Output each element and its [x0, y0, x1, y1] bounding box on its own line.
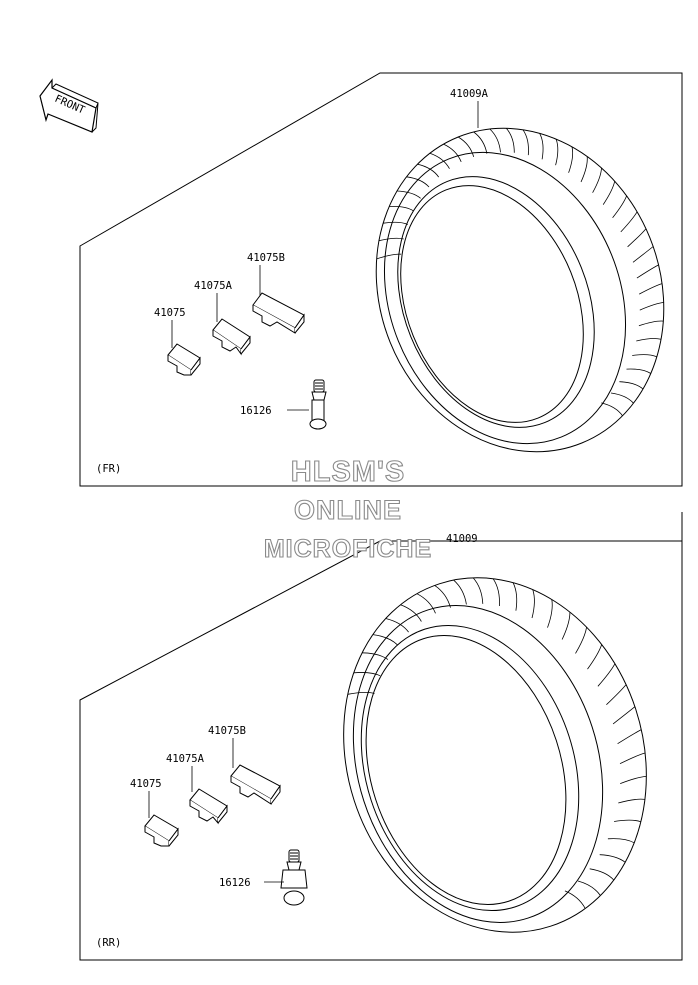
tread-groove: [610, 392, 634, 404]
rear-valve-icon: [280, 849, 308, 906]
tread-groove: [606, 684, 627, 705]
tread-groove: [473, 131, 488, 154]
front-arrow-icon: FRONT: [39, 78, 99, 133]
front-valve-icon: [309, 379, 327, 430]
rear-weight-part-number: 41075: [130, 778, 162, 790]
tread-groove: [617, 729, 642, 745]
front-valve-part-number: 16126: [240, 405, 272, 417]
tread-groove: [453, 579, 467, 605]
tread-groove: [619, 752, 646, 765]
front-section-frame: [79, 72, 683, 487]
tread-groove: [561, 612, 571, 640]
tread-groove: [592, 168, 602, 193]
tread-groove: [429, 152, 450, 169]
tread-groove: [472, 577, 484, 604]
tread-groove: [443, 143, 462, 163]
front-tire-part-number: 41009A: [450, 88, 489, 100]
rear-section: 41009 41075B 41075A 41075: [79, 512, 683, 961]
front-weight-a-part-number: 41075A: [194, 280, 233, 292]
tread-groove: [434, 585, 451, 608]
tread-groove: [362, 652, 389, 660]
tread-groove: [376, 253, 402, 260]
front-section-tag: (FR): [96, 463, 121, 475]
tread-groove: [607, 838, 635, 844]
tread-groove: [627, 228, 647, 248]
tread-groove: [492, 578, 500, 607]
rear-weight-icon: [144, 814, 179, 847]
front-weight-a-icon: [212, 318, 251, 356]
rear-tire-part-number: 41009: [446, 533, 478, 545]
tread-groove: [457, 136, 475, 158]
tread-groove: [522, 129, 529, 156]
tread-groove: [601, 402, 623, 417]
rear-weight-a-part-number: 41075A: [166, 753, 205, 765]
rear-weight-b-icon: [230, 764, 281, 805]
rear-weight-b-part-number: 41075B: [208, 725, 246, 737]
front-tire-icon: [375, 127, 665, 453]
rear-weight-a-icon: [189, 788, 228, 825]
tread-groove: [620, 776, 647, 784]
tread-groove: [636, 338, 662, 342]
tread-groove: [626, 368, 652, 374]
tread-groove: [612, 706, 636, 725]
tread-groove: [400, 604, 422, 622]
tread-groove: [417, 163, 440, 178]
tread-groove: [347, 691, 375, 695]
front-weight-b-part-number: 41075B: [247, 252, 285, 264]
front-weight-part-number: 41075: [154, 307, 186, 319]
tread-groove: [385, 618, 409, 633]
tread-groove: [599, 854, 626, 863]
tread-groove: [636, 264, 659, 279]
watermark-line-1: HLSM'S: [291, 456, 405, 488]
tread-groove: [547, 599, 553, 628]
tread-groove: [639, 283, 663, 295]
tread-groove: [389, 205, 414, 212]
tread-groove: [505, 128, 515, 153]
tread-groove: [531, 589, 535, 619]
tread-groove: [638, 320, 664, 327]
tread-groove: [619, 381, 644, 390]
tread-groove: [555, 138, 559, 166]
tread-groove: [539, 133, 544, 160]
tread-groove: [353, 672, 381, 677]
tread-groove: [612, 195, 627, 219]
watermark-line-3: MICROFICHE: [264, 535, 432, 563]
tread-groove: [406, 176, 430, 188]
rear-section-frame: [79, 512, 683, 961]
tread-groove: [575, 627, 587, 654]
tread-groove: [618, 798, 645, 804]
tread-groove: [489, 128, 501, 153]
front-weight-b-icon: [252, 292, 305, 334]
tread-groove: [639, 302, 664, 311]
tread-groove: [383, 221, 408, 225]
watermark-line-2: ONLINE: [294, 495, 402, 525]
tread-groove: [597, 663, 616, 687]
tread-groove: [512, 582, 518, 611]
tread-groove: [602, 181, 616, 205]
front-section: 41009A 41075B 41075A 41075: [79, 72, 683, 487]
tread-groove: [568, 146, 574, 173]
front-weight-icon: [167, 343, 201, 376]
tread-groove: [372, 634, 398, 646]
tread-groove: [378, 237, 404, 242]
tread-groove: [620, 211, 638, 233]
tread-groove: [577, 880, 601, 896]
tread-groove: [416, 593, 436, 614]
tread-groove: [580, 156, 588, 183]
rear-section-tag: (RR): [96, 937, 121, 949]
tread-groove: [614, 819, 641, 823]
tread-groove: [632, 246, 654, 263]
tread-groove: [396, 190, 421, 199]
tread-groove: [589, 868, 615, 881]
tread-groove: [564, 890, 586, 909]
rear-valve-part-number: 16126: [219, 877, 251, 889]
tread-groove: [632, 354, 657, 358]
tread-groove: [587, 644, 603, 670]
watermark: HLSM'S ONLINE MICROFICHE: [263, 455, 432, 563]
rear-tire-icon: [343, 577, 647, 933]
